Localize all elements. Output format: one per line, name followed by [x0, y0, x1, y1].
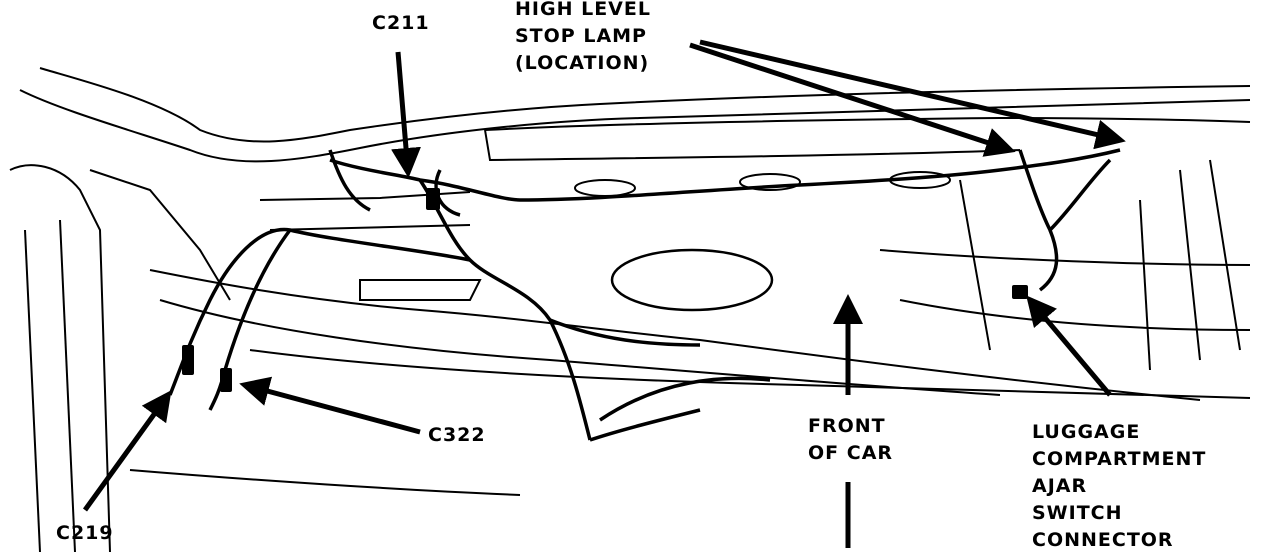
label-high-level-stop-lamp: HIGH LEVEL STOP LAMP (LOCATION)	[515, 0, 651, 77]
arrow-c322	[239, 376, 421, 435]
access-hole-small-2	[739, 173, 801, 191]
label-c219-text: C219	[56, 522, 114, 544]
label-luggage-line-1: LUGGAGE	[1032, 421, 1141, 443]
label-luggage-line-5: CONNECTOR	[1032, 529, 1174, 551]
label-c322-text: C322	[428, 424, 486, 446]
label-luggage-line-4: SWITCH	[1032, 502, 1123, 524]
label-c322: C322	[428, 422, 486, 449]
label-stop-lamp-line-1: HIGH LEVEL	[515, 0, 651, 20]
label-luggage-line-2: COMPARTMENT	[1032, 448, 1207, 470]
label-c219: C219	[56, 520, 114, 547]
pointer-arrows	[82, 39, 1126, 548]
label-front-of-car: FRONT OF CAR	[808, 413, 893, 467]
connector-bodies	[182, 188, 1028, 392]
access-hole-small-1	[574, 179, 636, 197]
wiring-harness	[168, 148, 1121, 442]
label-c211-text: C211	[372, 12, 430, 34]
label-luggage-connector: LUGGAGE COMPARTMENT AJAR SWITCH CONNECTO…	[1032, 419, 1206, 554]
body-outline	[9, 67, 1251, 552]
arrow-c219	[82, 390, 172, 512]
arrow-stop-lamp-1	[689, 42, 1016, 157]
label-stop-lamp-line-2: STOP LAMP	[515, 25, 647, 47]
label-front-line-1: FRONT	[808, 415, 886, 437]
access-hole	[610, 248, 774, 312]
label-stop-lamp-line-3: (LOCATION)	[515, 52, 650, 74]
label-front-line-2: OF CAR	[808, 442, 894, 464]
label-c211: C211	[372, 10, 430, 37]
arrow-c211	[391, 51, 421, 178]
arrow-stop-lamp-2	[699, 39, 1126, 150]
arrow-luggage-connector	[1026, 295, 1112, 397]
label-luggage-line-3: AJAR	[1032, 475, 1088, 497]
